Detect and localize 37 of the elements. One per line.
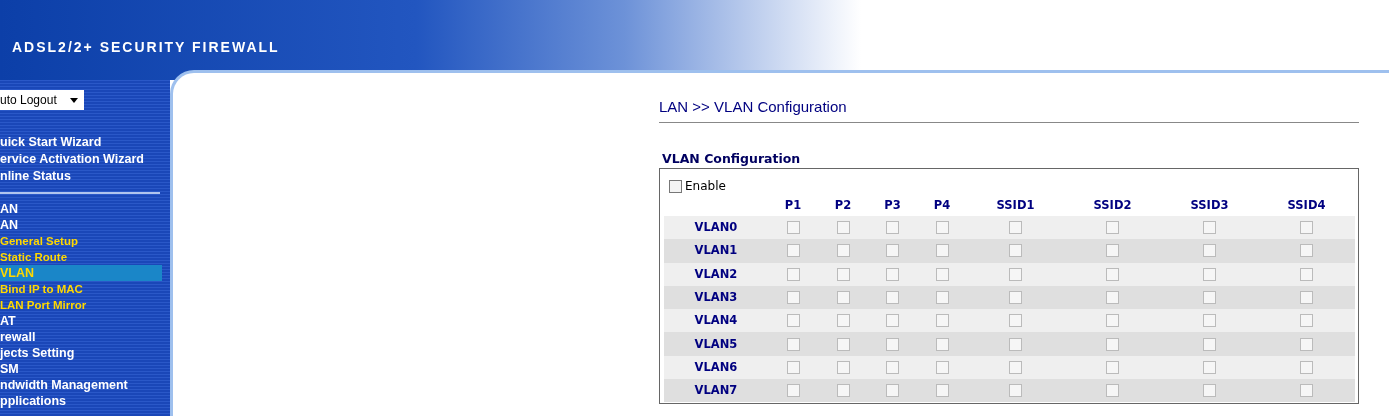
submenu-item: Static Route (0, 250, 69, 265)
menu-item: jects Setting (0, 345, 76, 361)
column-header: P3 (883, 197, 902, 215)
row-header: VLAN5 (693, 335, 739, 353)
menu-item: AN (0, 201, 20, 217)
menu-item: AN (0, 217, 20, 233)
row-header: VLAN0 (693, 219, 739, 236)
column-header: SSID3 (1189, 197, 1230, 215)
row-header: VLAN2 (693, 265, 739, 283)
column-header: SSID2 (1092, 197, 1133, 215)
submenu-item: Bind IP to MAC (0, 282, 84, 297)
row-header: VLAN1 (693, 242, 739, 260)
menu-item: SM (0, 361, 20, 377)
section-heading: VLAN Configuration (662, 150, 801, 168)
menu-item: AT (0, 313, 17, 329)
menu-item: rewall (0, 329, 37, 345)
menu-item: uick Start Wizard (0, 134, 103, 151)
menu-item: ndwidth Management (0, 377, 129, 393)
row-header: VLAN3 (693, 288, 739, 306)
page-title: LAN >> VLAN Configuration (659, 97, 848, 116)
row-header: VLAN6 (693, 358, 739, 376)
menu-item: nline Status (0, 168, 72, 185)
menu-item: ervice Activation Wizard (0, 151, 145, 168)
tagline: ADSL2/2+ SECURITY FIREWALL (12, 38, 280, 57)
submenu-item: LAN Port Mirror (0, 298, 88, 313)
column-header: P4 (932, 197, 952, 215)
column-header: P2 (833, 197, 853, 215)
dropdown-value: uto Logout (0, 92, 57, 109)
menu-item: pplications (0, 393, 67, 409)
selected-menu-item: VLAN (0, 265, 162, 281)
column-header: SSID4 (1286, 197, 1327, 215)
column-header: SSID1 (995, 197, 1036, 215)
submenu-item: General Setup (0, 234, 79, 249)
column-header: P1 (783, 197, 803, 215)
checkbox-label: Enable (685, 178, 726, 195)
row-header: VLAN4 (693, 312, 739, 330)
row-header: VLAN7 (693, 382, 739, 400)
